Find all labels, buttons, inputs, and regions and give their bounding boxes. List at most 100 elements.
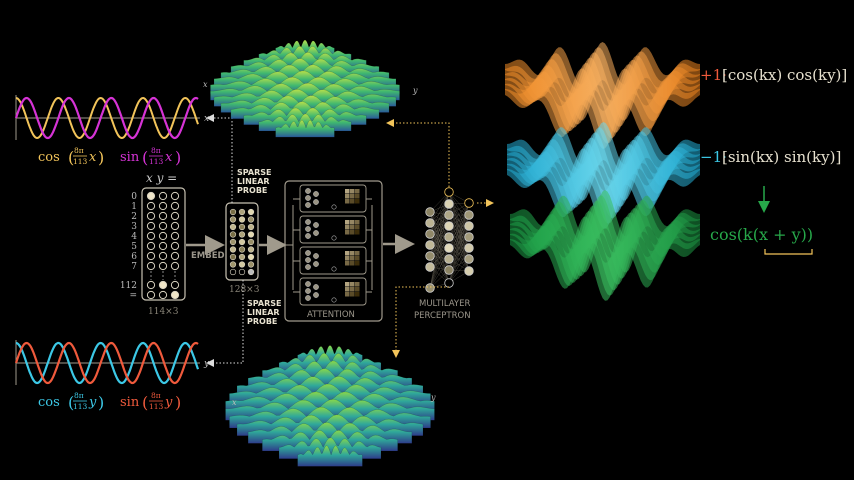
cos-sum-surface bbox=[510, 190, 700, 301]
embedding-cell bbox=[229, 261, 237, 268]
one-hot-cell bbox=[146, 211, 156, 221]
attention-pattern-cell bbox=[350, 199, 355, 204]
embedding-cell bbox=[238, 253, 246, 261]
attention-pattern-cell bbox=[350, 194, 355, 199]
mlp-neuron bbox=[444, 265, 454, 275]
cos-text: cos bbox=[38, 395, 60, 410]
frac-num: 8π bbox=[74, 146, 84, 155]
mlp-edge bbox=[448, 258, 470, 284]
input-header: x y = bbox=[146, 171, 177, 185]
mlp-network: MULTILAYER PERCEPTRON bbox=[414, 187, 474, 321]
axis-label-y: y bbox=[203, 359, 210, 369]
multiply-icon bbox=[331, 297, 337, 303]
svg-text:(: ( bbox=[142, 393, 148, 412]
one-hot-cell bbox=[170, 280, 180, 290]
svg-text:(: ( bbox=[142, 148, 148, 167]
probe-label-bottom: SPARSE LINEAR PROBE bbox=[247, 299, 281, 326]
embedding-cell bbox=[247, 238, 255, 246]
mlp-edge bbox=[448, 225, 470, 271]
one-hot-cell bbox=[158, 241, 168, 251]
one-hot-cell bbox=[146, 290, 156, 300]
mlp-edge bbox=[448, 214, 470, 249]
attention-pattern-cell bbox=[345, 199, 350, 204]
attention-pattern-cell bbox=[350, 261, 355, 266]
embedding-matrix: 128×3 bbox=[225, 202, 260, 295]
row-label: 112 bbox=[120, 281, 137, 291]
attention-block: ATTENTION bbox=[284, 180, 383, 322]
head-node bbox=[305, 295, 311, 301]
mlp-edge bbox=[429, 191, 450, 289]
mlp-edge bbox=[448, 236, 470, 284]
probe-label-top: SPARSE LINEAR PROBE bbox=[237, 168, 271, 195]
surface-strip bbox=[297, 445, 363, 467]
probe-line: LINEAR bbox=[237, 177, 270, 186]
embedding-cell bbox=[229, 208, 237, 216]
frac-den: 113 bbox=[73, 402, 88, 411]
mlp-neuron bbox=[425, 251, 435, 261]
one-hot-cell bbox=[146, 201, 156, 211]
surface-strip bbox=[275, 119, 335, 138]
embedding-cell bbox=[247, 253, 255, 261]
one-hot-cell bbox=[158, 280, 168, 290]
sin-text: sin bbox=[120, 150, 140, 165]
attention-pattern-cell bbox=[355, 225, 360, 230]
multiply-icon bbox=[331, 266, 337, 272]
sin-text: sin bbox=[120, 395, 140, 410]
mlp-edge bbox=[429, 258, 450, 289]
mlp-neuron bbox=[425, 229, 435, 239]
attention-pattern-cell bbox=[350, 225, 355, 230]
surface-axis-y: y bbox=[430, 393, 436, 402]
embedding-cell bbox=[247, 208, 255, 216]
surface-axis-x: x bbox=[203, 80, 208, 89]
var: x bbox=[89, 150, 97, 165]
attention-pattern-cell bbox=[355, 261, 360, 266]
attention-pattern-cell bbox=[355, 251, 360, 256]
attention-pattern-cell bbox=[355, 287, 360, 292]
mlp-edge bbox=[429, 191, 450, 224]
probe-line: PROBE bbox=[237, 186, 267, 195]
probe-line: SPARSE bbox=[237, 168, 271, 177]
attention-pattern-cell bbox=[345, 194, 350, 199]
one-hot-cell bbox=[170, 211, 180, 221]
one-hot-cell bbox=[158, 251, 168, 261]
mlp-surface-bottom bbox=[225, 345, 435, 467]
bottom-sin-label: sin ( 8π 113 y ) bbox=[120, 391, 181, 412]
head-node bbox=[305, 257, 311, 263]
mlp-neuron bbox=[444, 199, 454, 209]
head-node bbox=[305, 288, 311, 294]
attention-pattern-cell bbox=[345, 251, 350, 256]
coef: +1· bbox=[700, 66, 727, 84]
top-cos-label: cos ( 8π 113 x ) bbox=[38, 146, 104, 167]
embedding-cell bbox=[238, 216, 246, 223]
var: y bbox=[88, 395, 97, 410]
mlp-to-bottom-surface-connector bbox=[392, 286, 449, 358]
attention-pattern-cell bbox=[355, 194, 360, 199]
attention-pattern-cell bbox=[355, 256, 360, 261]
multiply-icon bbox=[331, 204, 337, 210]
mlp-edge bbox=[429, 244, 450, 284]
mlp-edge bbox=[448, 202, 470, 227]
head-node bbox=[305, 188, 311, 194]
head-node bbox=[313, 284, 319, 290]
mlp-neuron bbox=[444, 243, 454, 253]
mlp-neuron bbox=[464, 198, 474, 208]
one-hot-cell bbox=[170, 261, 180, 271]
one-hot-cell bbox=[158, 191, 168, 201]
one-hot-cell bbox=[146, 221, 156, 231]
attention-pattern-cell bbox=[345, 225, 350, 230]
head-node bbox=[313, 253, 319, 259]
embedding-surface-top bbox=[210, 39, 400, 138]
mlp-neuron bbox=[425, 207, 435, 217]
attention-head bbox=[293, 277, 372, 306]
mlp-neuron bbox=[425, 283, 435, 293]
row-label: 4 bbox=[131, 232, 137, 242]
embedding-cell bbox=[238, 223, 246, 231]
head-node bbox=[305, 202, 311, 208]
one-hot-cell bbox=[170, 241, 180, 251]
mlp-neuron bbox=[464, 221, 474, 231]
mlp-neuron bbox=[444, 278, 454, 288]
mlp-to-top-surface-connector bbox=[386, 119, 450, 187]
mlp-label-line: MULTILAYER bbox=[419, 299, 470, 309]
attention-pattern-cell bbox=[355, 189, 360, 194]
